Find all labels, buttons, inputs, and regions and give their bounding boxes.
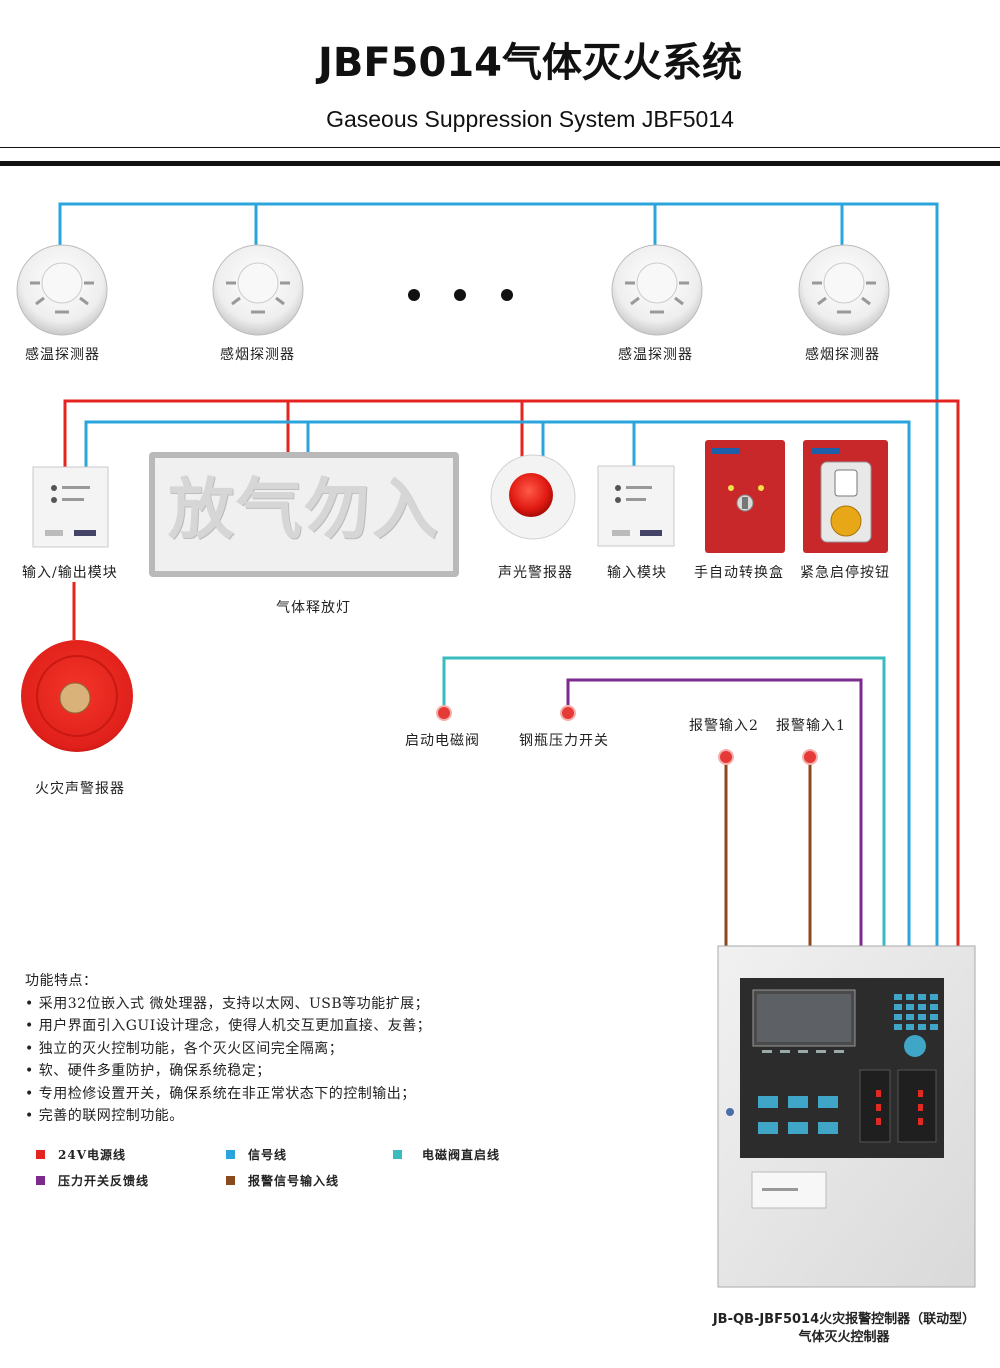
features-heading: 功能特点： xyxy=(25,973,98,989)
feature-item: • 完善的联网控制功能。 xyxy=(25,1108,184,1124)
alarm-input-2-label: 报警输入2 xyxy=(689,718,759,734)
heat-detector-1-label: 感温探测器 xyxy=(25,347,100,363)
auto-switch-box-device xyxy=(705,440,785,553)
legend-pressure-label: 压力开关反馈线 xyxy=(58,1174,150,1188)
smoke-detector-2-label: 感烟探测器 xyxy=(805,347,880,363)
ellipsis-dots xyxy=(408,289,513,301)
feature-item: • 采用32位嵌入式 微处理器，支持以太网、USB等功能扩展； xyxy=(25,995,430,1012)
solenoid-valve-label: 启动电磁阀 xyxy=(405,733,480,749)
alarm-input-1-label: 报警输入1 xyxy=(776,718,846,734)
feature-item: • 独立的灭火控制功能，各个灭火区间完全隔离； xyxy=(25,1040,344,1057)
smoke-detector-1 xyxy=(212,244,304,336)
strobe-alarm-label: 声光警报器 xyxy=(498,565,573,581)
legend-signal-label: 信号线 xyxy=(248,1148,288,1162)
alarm-input-1-terminal xyxy=(802,749,818,765)
fire-bell-device xyxy=(21,640,133,752)
legend-swatch-alarm-input xyxy=(226,1176,235,1185)
strobe-alarm-device xyxy=(490,454,576,540)
alarm-input-2-terminal xyxy=(718,749,734,765)
legend-swatch-pressure xyxy=(36,1176,45,1185)
header-divider-thin xyxy=(0,147,1000,148)
legend-swatch-signal xyxy=(226,1150,235,1159)
pressure-switch-label: 钢瓶压力开关 xyxy=(519,733,609,749)
pressure-feedback-line xyxy=(566,678,863,946)
fire-bell-label: 火灾声警报器 xyxy=(35,781,125,797)
input-module-label: 输入模块 xyxy=(607,565,667,581)
emergency-button-label: 紧急启停按钮 xyxy=(800,565,890,581)
legend-swatch-power xyxy=(36,1150,45,1159)
io-module-label: 输入/输出模块 xyxy=(22,565,118,581)
feature-item: • 用户界面引入GUI设计理念，使得人机交互更加直接、友善； xyxy=(25,1018,432,1034)
io-module-device xyxy=(32,466,109,548)
heat-detector-2 xyxy=(611,244,703,336)
header-divider-thick xyxy=(0,161,1000,166)
controller-caption-line1: JB-QB-JBF5014火灾报警控制器（联动型） xyxy=(712,1312,976,1327)
pressure-switch-terminal xyxy=(560,705,576,721)
solenoid-valve-terminal xyxy=(436,705,452,721)
release-lamp-label: 气体释放灯 xyxy=(276,600,351,616)
signal-line-detector-bus xyxy=(58,202,939,946)
features-list: 功能特点： • 采用32位嵌入式 微处理器，支持以太网、USB等功能扩展； • … xyxy=(25,970,525,1128)
solenoid-direct-line xyxy=(442,656,886,946)
power-line-24v xyxy=(63,399,960,946)
legend-power-label: 24V电源线 xyxy=(58,1148,127,1162)
controller-cabinet xyxy=(717,945,976,1288)
emergency-button-device xyxy=(803,440,888,553)
auto-switch-label: 手自动转换盒 xyxy=(694,565,784,581)
page-subtitle: Gaseous Suppression System JBF5014 xyxy=(326,106,734,132)
signal-line-module-bus xyxy=(84,420,911,946)
smoke-detector-1-label: 感烟探测器 xyxy=(220,347,295,363)
feature-item: • 软、硬件多重防护，确保系统稳定； xyxy=(25,1063,271,1079)
page-title: JBF5014气体灭火系统 xyxy=(317,40,743,86)
heat-detector-2-label: 感温探测器 xyxy=(618,347,693,363)
release-lamp-device xyxy=(149,452,459,577)
feature-item: • 专用检修设置开关，确保系统在非正常状态下的控制输出； xyxy=(25,1085,416,1102)
smoke-detector-2 xyxy=(798,244,890,336)
heat-detector-1 xyxy=(16,244,108,336)
legend-alarm-input-label: 报警信号输入线 xyxy=(248,1174,340,1188)
controller-caption-line2: 气体灭火控制器 xyxy=(798,1330,890,1345)
controller-caption: JB-QB-JBF5014火灾报警控制器（联动型） 气体灭火控制器 xyxy=(688,1311,1000,1347)
input-module-device xyxy=(597,465,675,547)
release-lamp-text: 放气勿入 xyxy=(168,471,440,548)
legend-swatch-solenoid xyxy=(393,1150,402,1159)
legend-solenoid-label: 电磁阀直启线 xyxy=(422,1148,501,1162)
